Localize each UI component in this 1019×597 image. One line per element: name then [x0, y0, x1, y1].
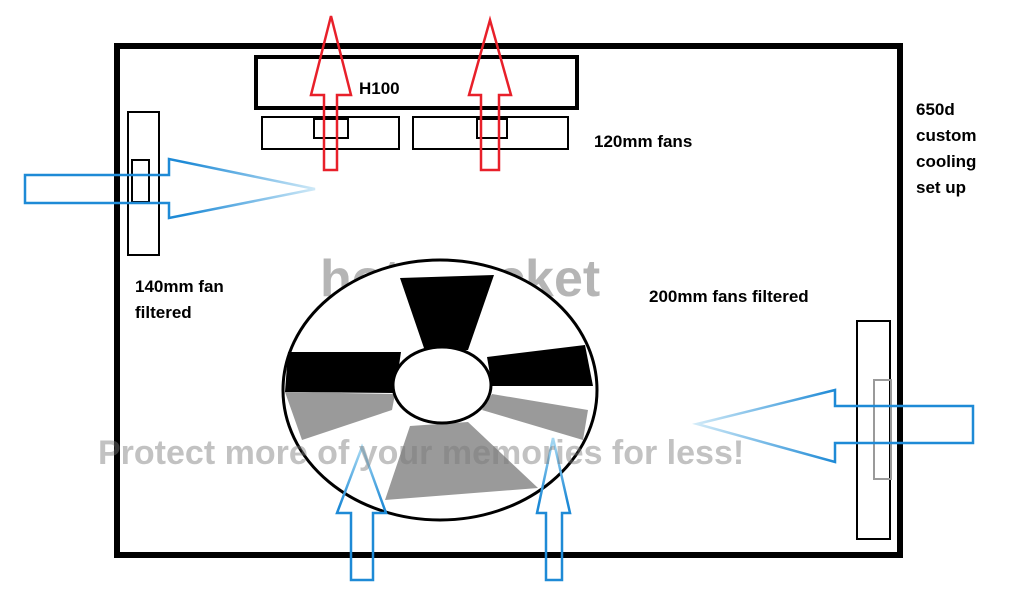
title-line-3: cooling	[916, 152, 976, 171]
title-line-1: 650d	[916, 100, 955, 119]
fan-blade-lower-right	[482, 394, 588, 440]
rear-fan	[127, 111, 160, 256]
exhaust-arrow-right	[467, 15, 513, 172]
top-fan-right	[412, 116, 569, 150]
rear-fan-label-line-2: filtered	[135, 303, 192, 322]
title-line-2: custom	[916, 126, 976, 145]
watermark-bottom: Protect more of your memories for less!	[98, 434, 744, 472]
fan-blade-right	[487, 345, 593, 386]
fan-hub	[391, 345, 493, 425]
fan-blade-bottom	[385, 422, 538, 500]
rear-fan-label-line-1: 140mm fan	[135, 277, 224, 296]
title-line-4: set up	[916, 178, 966, 197]
radiator-h100	[254, 55, 579, 110]
front-intake-arrow	[692, 388, 975, 464]
large-fan	[281, 258, 599, 522]
exhaust-arrow-left	[309, 15, 353, 172]
top-fan-right-hub	[476, 118, 508, 139]
front-fan-hub	[873, 379, 892, 480]
case-outline	[114, 43, 903, 558]
top-fan-left-hub	[313, 118, 349, 139]
fan-blade-left	[285, 352, 401, 393]
top-fans-label: 120mm fans	[594, 132, 692, 151]
fan-blade-lower-left	[285, 392, 395, 440]
top-fan-left	[261, 116, 400, 150]
fan-blade-top	[400, 275, 494, 351]
bottom-intake-arrow-right	[535, 437, 572, 582]
rear-intake-arrow	[23, 157, 316, 220]
bottom-intake-arrow-left	[335, 443, 388, 582]
big-fans-label: 200mm fans filtered	[649, 287, 809, 306]
rear-fan-hub	[131, 159, 150, 203]
radiator-label: H100	[359, 79, 400, 98]
